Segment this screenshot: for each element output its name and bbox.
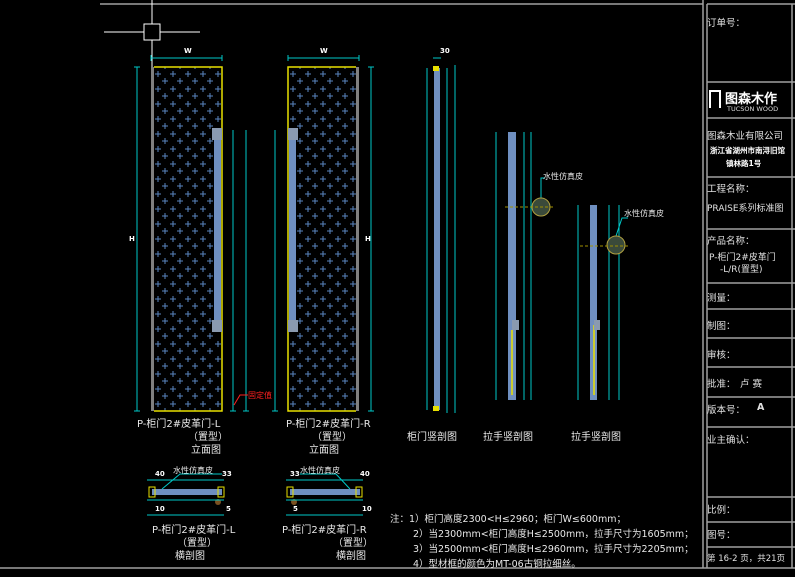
- company-address-1: 浙江省湖州市南浔旧馆: [710, 146, 785, 155]
- leather-label-handle-1: 水性仿真皮: [543, 172, 583, 181]
- right-plan-type: 横剖图: [336, 551, 366, 562]
- project-value: PRAISE系列标准图: [707, 204, 784, 214]
- product-label: 产品名称：: [707, 236, 755, 247]
- right-plan-subtitle: （置型）: [333, 538, 373, 549]
- company-address-2: 镇林路1号: [726, 159, 762, 168]
- handle-vsection-2-title: 拉手竖剖图: [571, 432, 621, 443]
- leather-label-right: 水性仿真皮: [300, 466, 340, 475]
- dim-30: 30: [440, 47, 450, 55]
- right-elevation-title: P-柜门2#皮革门-R: [286, 419, 371, 430]
- left-plan-section: [147, 473, 225, 516]
- logo-mark-icon: [709, 90, 721, 108]
- left-elevation-type: 立面图: [191, 445, 221, 456]
- fixed-value-callout: 固定值: [248, 391, 272, 400]
- page-info: 第 16-2 页，共21页: [707, 554, 786, 564]
- dim-5-left: 5: [226, 505, 231, 513]
- right-plan-title: P-柜门2#皮革门-R: [282, 525, 367, 536]
- order-no-label: 订单号：: [707, 18, 746, 29]
- dim-height: H: [129, 235, 135, 243]
- version-value: A: [757, 402, 765, 413]
- left-plan-title: P-柜门2#皮革门-L: [152, 525, 236, 536]
- note-4: 4）型材框的颜色为MT-06古铜拉细丝。: [413, 559, 581, 570]
- version-label: 版本号：: [707, 405, 746, 416]
- door-vertical-section: [426, 57, 456, 413]
- dim-10-left: 10: [155, 505, 165, 513]
- dim-33-left: 33: [222, 470, 232, 478]
- right-elevation-type: 立面图: [309, 445, 339, 456]
- handle-vertical-section-1: [495, 132, 555, 400]
- left-plan-type: 横剖图: [175, 551, 205, 562]
- dim-width-right: W: [320, 47, 328, 55]
- dim-width: W: [184, 47, 192, 55]
- approve-value: 卢 赛: [740, 379, 763, 390]
- logo-cn: 图森木作: [725, 92, 778, 107]
- project-label: 工程名称：: [707, 184, 755, 195]
- leather-label-left: 水性仿真皮: [173, 466, 213, 475]
- leather-label-handle-2: 水性仿真皮: [624, 209, 664, 218]
- right-door-elevation: [272, 55, 374, 412]
- left-elevation-title: P-柜门2#皮革门-L: [137, 419, 221, 430]
- dim-33-right: 33: [290, 470, 300, 478]
- handle-vsection-1-title: 拉手竖剖图: [483, 432, 533, 443]
- dim-10-right: 10: [362, 505, 372, 513]
- left-plan-subtitle: （置型）: [177, 538, 217, 549]
- crosshair-cursor: [104, 0, 200, 80]
- drawing-by-label: 制图：: [707, 321, 736, 332]
- owner-confirm-label: 业主确认：: [707, 435, 755, 446]
- review-label: 审核：: [707, 350, 736, 361]
- dim-5-right: 5: [293, 505, 298, 513]
- handle-vertical-section-2: [577, 205, 630, 400]
- measure-label: 测量：: [707, 293, 736, 304]
- left-door-elevation: [134, 55, 249, 412]
- company-logo: 图森木作 TUCSON WOOD: [709, 88, 791, 116]
- note-2: 2）当2300mm<柜门高度H≤2500mm，拉手尺寸为1605mm；: [413, 529, 694, 540]
- note-1: 注：1）柜门高度2300<H≤2960；柜门W≤600mm；: [390, 514, 626, 525]
- product-value-1: P-柜门2#皮革门: [709, 253, 776, 263]
- approve-label: 批准：: [707, 379, 736, 390]
- door-vsection-title: 柜门竖剖图: [407, 432, 457, 443]
- right-elevation-subtitle: （置型）: [312, 432, 352, 443]
- dim-40-left: 40: [155, 470, 165, 478]
- scale-label: 比例：: [707, 505, 736, 516]
- product-value-2: -L/R(置型): [720, 265, 763, 275]
- left-elevation-subtitle: （置型）: [188, 432, 228, 443]
- dim-height-right: H: [365, 235, 371, 243]
- dim-40-right: 40: [360, 470, 370, 478]
- drawing-no-label: 图号：: [707, 530, 736, 541]
- right-plan-section: [286, 473, 363, 516]
- logo-en: TUCSON WOOD: [727, 105, 779, 113]
- company-name: 图森木业有限公司: [707, 131, 784, 142]
- note-3: 3）当2500mm<柜门高度H≤2960mm，拉手尺寸为2205mm；: [413, 544, 694, 555]
